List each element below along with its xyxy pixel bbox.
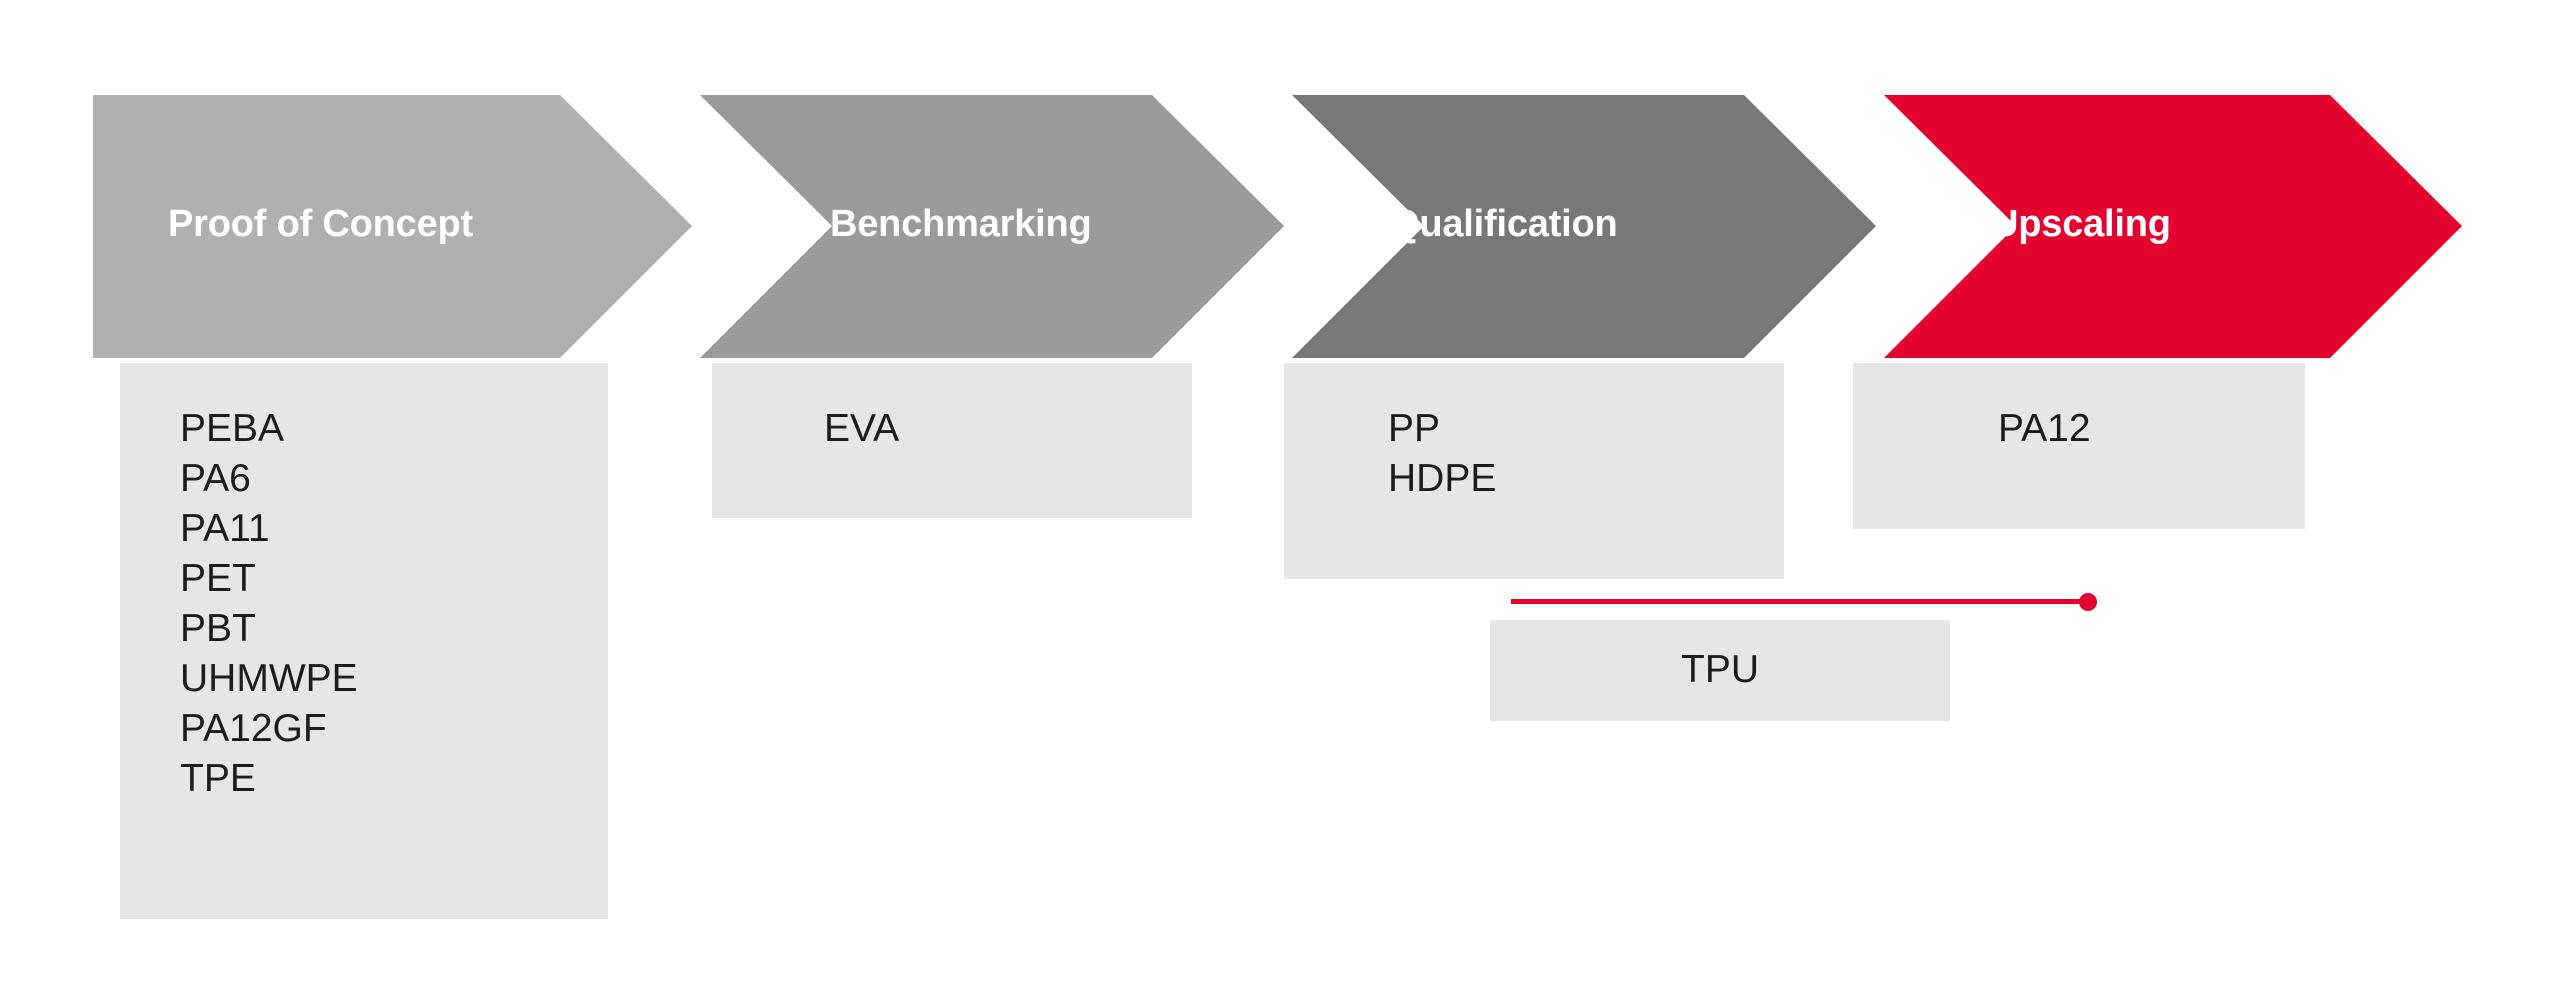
material-item: TPE <box>180 757 256 800</box>
material-item: PA12GF <box>180 707 327 750</box>
material-item: PA11 <box>180 507 270 550</box>
stage-chevron-upscaling[interactable] <box>1884 95 2462 358</box>
material-box-proof-of-concept: PEBA PA6 PA11 PET PBT UHMWPE PA12GF TPE <box>120 363 608 919</box>
material-item: UHMWPE <box>180 657 358 700</box>
material-list-tpu: TPU <box>1490 645 1950 695</box>
material-box-qualification: PP HDPE <box>1284 363 1784 579</box>
stage-label-benchmarking: Benchmarking <box>830 203 1092 245</box>
stage-label-upscaling: Upscaling <box>1991 203 2171 245</box>
material-item: HDPE <box>1388 457 1497 500</box>
stage-label-proof-of-concept: Proof of Concept <box>168 203 473 245</box>
connector-endpoint-dot <box>2079 593 2097 611</box>
material-item: PA6 <box>180 457 251 500</box>
material-list-proof-of-concept: PEBA PA6 PA11 PET PBT UHMWPE PA12GF TPE <box>180 404 358 804</box>
material-item: PEBA <box>180 407 285 450</box>
stage-chevron-qualification[interactable] <box>1292 95 1876 358</box>
material-item: PA12 <box>1998 407 2091 450</box>
material-item: TPU <box>1681 648 1759 691</box>
stage-chevron-proof-of-concept[interactable] <box>93 95 692 358</box>
connector-line <box>1511 599 2089 604</box>
material-item: PET <box>180 557 256 600</box>
material-box-tpu-transition: TPU <box>1490 620 1950 721</box>
material-box-upscaling: PA12 <box>1853 363 2305 529</box>
stage-label-qualification: Qualification <box>1390 203 1618 245</box>
material-box-benchmarking: EVA <box>712 363 1192 518</box>
stage-chevron-benchmarking[interactable] <box>700 95 1284 358</box>
material-item: EVA <box>824 407 900 450</box>
material-item: PBT <box>180 607 256 650</box>
material-list-benchmarking: EVA <box>824 404 899 454</box>
material-item: PP <box>1388 407 1441 450</box>
material-list-upscaling: PA12 <box>1998 404 2091 454</box>
material-list-qualification: PP HDPE <box>1388 404 1496 504</box>
